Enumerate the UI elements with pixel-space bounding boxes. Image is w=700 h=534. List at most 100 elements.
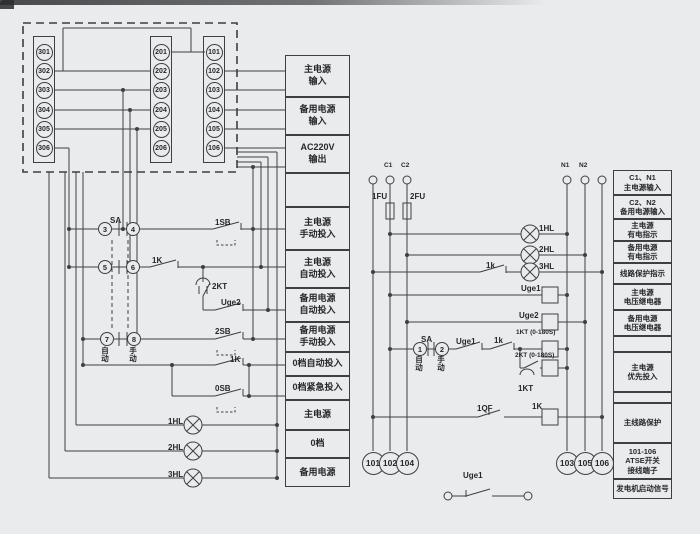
fuse-icon-1FU (385, 202, 395, 220)
left-panel-box-2: AC220V 输出 (285, 135, 350, 173)
left-panel-box-11: 0档 (285, 430, 350, 458)
delay-arc-icon (519, 368, 535, 376)
relay-coil-icon-Uge1 (541, 286, 559, 304)
terminal-strip-s100 (203, 36, 225, 163)
terminal-s300-3: 304 (35, 101, 53, 119)
terminal-strip-s300 (33, 36, 55, 163)
contact-circle: 5 (98, 260, 112, 274)
left-panel-box-10: 主电源 (285, 400, 350, 430)
hl1-label: 1HL (168, 417, 184, 426)
terminal-s200-2: 203 (152, 81, 170, 99)
rsa-label: SA (421, 335, 433, 344)
right-panel-box-0: C1、N1 主电源输入 (613, 170, 672, 195)
junction-dot (121, 88, 125, 92)
terminal-s200-5: 206 (152, 139, 170, 157)
left-panel-box-3 (285, 173, 350, 207)
junction-dot (135, 127, 139, 131)
contact-blade (465, 488, 491, 497)
contact-circle: 2 (435, 342, 449, 356)
symbol-group (22, 22, 607, 501)
right-panel-box-12: 发电机启动信号 (613, 479, 672, 499)
sb1-label: 1SB (215, 218, 231, 227)
k-sa-label: 1k (494, 336, 503, 345)
junction-dot (565, 232, 569, 236)
terminal-strip-s200 (150, 36, 172, 163)
contact-blade (489, 341, 513, 350)
uge1-coil-label: Uge1 (521, 284, 541, 293)
left-panel-box-12: 备用电源 (285, 458, 350, 487)
junction-dot (128, 108, 132, 112)
pushbutton-actuator-icon (216, 350, 236, 356)
terminal-s100-0: 101 (205, 43, 223, 61)
terminal-s100-5: 106 (205, 139, 223, 157)
atse-terminal: 106 (590, 451, 614, 475)
left-panel-box-9: 0档紧急投入 (285, 376, 350, 400)
lamp-icon-1HL-right (520, 224, 540, 244)
junction-dot (600, 270, 604, 274)
scan-smudge-bottom (0, 0, 700, 5)
n1-label: N1 (561, 162, 570, 169)
uge2-label: Uge2 (221, 298, 241, 307)
k-3hl-label: 1k (486, 261, 495, 270)
dashed-terminal-box (22, 22, 238, 173)
contact-blade (214, 302, 242, 311)
terminal-point-icon (443, 491, 453, 501)
right-panel-box-6: 备用电源 电压继电器 (613, 310, 672, 336)
junction-dot (518, 347, 522, 351)
right-panel-box-4: 线路保护指示 (613, 263, 672, 284)
terminal-s200-3: 204 (152, 101, 170, 119)
junction-dot (565, 293, 569, 297)
junction-dot (201, 265, 205, 269)
atse-terminal: 104 (395, 451, 419, 475)
contact-blade (455, 341, 481, 350)
k1b-label: 1K (230, 355, 241, 364)
contact-circle: 6 (126, 260, 140, 274)
lamp-icon-3HL-right (520, 262, 540, 282)
junction-dot (81, 337, 85, 341)
contact-blade (214, 357, 242, 366)
uge1-bottom-label: Uge1 (463, 471, 483, 480)
terminal-point-icon (597, 175, 607, 185)
lamp-icon-1HL (183, 415, 203, 435)
terminal-s300-1: 302 (35, 62, 53, 80)
contact-blade (212, 221, 240, 230)
terminal-s100-1: 102 (205, 62, 223, 80)
right-panel-box-8: 主电源 优先投入 (613, 352, 672, 392)
manual-label: 手 动 (129, 346, 137, 363)
kt2-coil-label: 2KT (0-180S) (515, 352, 555, 359)
junction-dot (251, 227, 255, 231)
contact-circle: 4 (126, 222, 140, 236)
sb2-label: 2SB (215, 327, 231, 336)
junction-dot (67, 265, 71, 269)
terminal-s300-5: 306 (35, 139, 53, 157)
right-panel-box-3: 备用电源 有电指示 (613, 241, 672, 263)
pushbutton-actuator-icon (216, 240, 236, 246)
kt2-label: 2KT (212, 282, 228, 291)
contact-circle: 1 (413, 342, 427, 356)
uge1-contact-label: Uge1 (456, 337, 476, 346)
contact-circle: 7 (100, 332, 114, 346)
qf1-label: 1QF (477, 404, 493, 413)
contact-blade (214, 331, 242, 340)
rhl2-label: 2HL (539, 245, 555, 254)
terminal-point-icon (402, 175, 412, 185)
left-panel-box-1: 备用电源 输入 (285, 97, 350, 135)
terminal-point-icon (523, 491, 533, 501)
junction-dot (247, 394, 251, 398)
fu2-label: 2FU (410, 192, 426, 201)
sa-label: SA (110, 216, 122, 225)
terminal-s200-4: 205 (152, 120, 170, 138)
junction-dot (259, 265, 263, 269)
left-panel-box-6: 备用电源 自动投入 (285, 288, 350, 322)
terminal-point-icon (562, 175, 572, 185)
junction-dot (600, 415, 604, 419)
auto-label: 自 动 (101, 346, 109, 363)
junction-dot (388, 232, 392, 236)
junction-dot (275, 423, 279, 427)
sb0-label: 0SB (215, 384, 231, 393)
c1-label: C1 (384, 162, 393, 169)
terminal-s300-2: 303 (35, 81, 53, 99)
terminal-point-icon (368, 175, 378, 185)
terminal-point-icon (385, 175, 395, 185)
